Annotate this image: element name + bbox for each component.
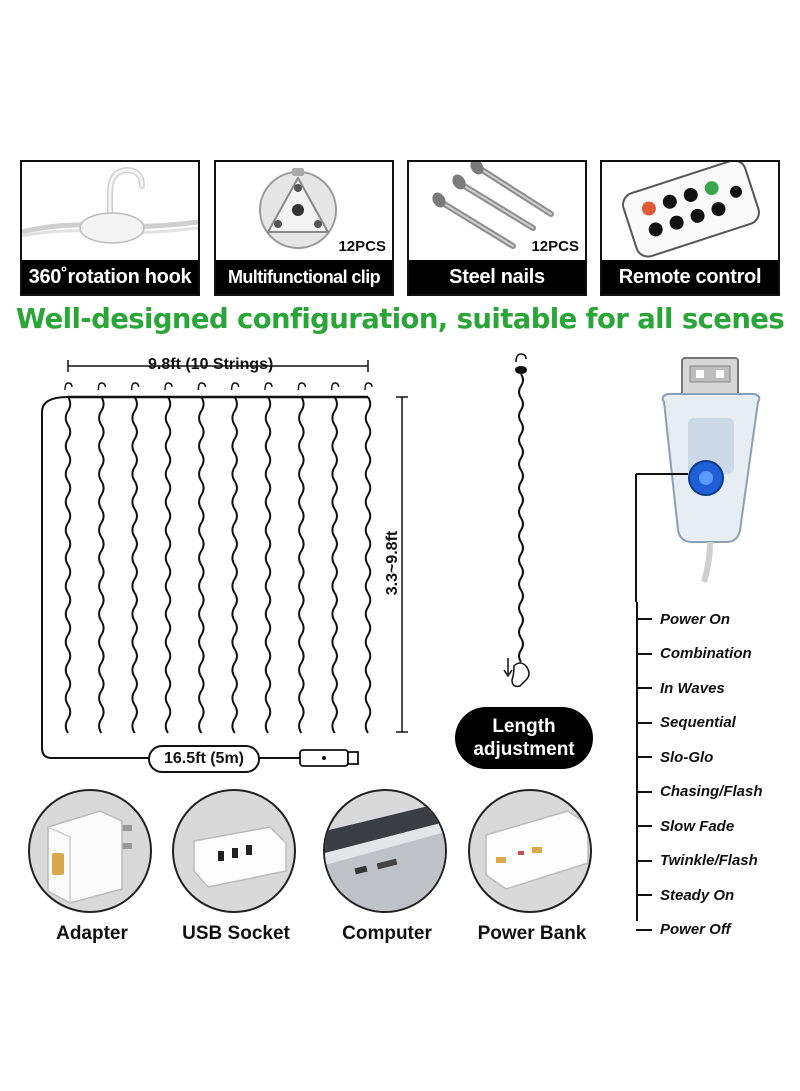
source-label: Adapter (56, 923, 128, 944)
clip-quantity: 12PCS (338, 238, 386, 255)
usb-controller-icon (635, 357, 761, 602)
accessory-label: Steel nails (409, 260, 585, 294)
adapter-icon (47, 810, 132, 904)
source-label: Computer (342, 923, 432, 944)
mode-item: Power Off (636, 913, 796, 948)
nails-icon (432, 162, 554, 249)
hook-icon (22, 166, 198, 244)
mode-tick (636, 790, 652, 793)
mode-item: Combination (636, 637, 796, 672)
mode-tick (636, 859, 652, 862)
modes-bracket (636, 602, 638, 921)
mode-tick (636, 894, 652, 897)
string-hook (64, 382, 73, 391)
light-string (164, 396, 172, 734)
length-adjustment-badge: Length adjustment (455, 707, 593, 769)
clip-icon (259, 168, 337, 249)
string-hook (230, 382, 240, 391)
light-string (231, 396, 238, 734)
string-hook (297, 382, 307, 391)
string-hook (130, 382, 140, 391)
curtain-diagram (41, 353, 530, 767)
mode-item: Chasing/Flash (636, 775, 796, 810)
accessory-label: Remote control (602, 260, 778, 294)
mode-label: Power Off (660, 921, 731, 939)
light-string (198, 396, 205, 734)
remote-icon (622, 162, 760, 258)
mode-label: Combination (660, 645, 752, 663)
mode-item: In Waves (636, 671, 796, 706)
length-adjustment-line2: adjustment (473, 739, 575, 760)
width-label: 9.8ft (10 Strings) (148, 356, 274, 373)
mode-label: Chasing/Flash (660, 783, 763, 801)
light-string (131, 396, 138, 734)
mode-tick (636, 721, 652, 724)
headline: Well-designed configuration, suitable fo… (15, 303, 785, 335)
accessory-label: 360˚rotation hook (22, 260, 198, 294)
source-adapter: Adapter (28, 789, 156, 945)
power-bank-icon (485, 810, 589, 890)
mode-tick (636, 618, 652, 621)
source-power-bank: Power Bank (468, 789, 596, 945)
mode-label: Sequential (660, 714, 736, 732)
mode-item: Sequential (636, 706, 796, 741)
string-hook (97, 382, 107, 391)
string-hook (264, 382, 273, 391)
light-string (64, 396, 72, 734)
source-usb-socket: USB Socket (172, 789, 300, 945)
mode-item: Power On (636, 602, 796, 637)
source-label: Power Bank (477, 923, 587, 944)
accessory-nails: 12PCS Steel nails (407, 160, 587, 296)
computer-icon (325, 801, 445, 911)
mode-label: Slo-Glo (660, 748, 714, 766)
source-label: USB Socket (182, 923, 290, 944)
accessory-label: Multifunctional clip (216, 260, 392, 294)
mode-label: Steady On (660, 886, 735, 904)
mode-item: Slow Fade (636, 809, 796, 844)
mode-label: Twinkle/Flash (660, 852, 758, 870)
string-hook (330, 382, 340, 391)
light-string (331, 396, 338, 734)
light-string (264, 396, 272, 734)
accessory-clip: 12PCS Multifunctional clip (214, 160, 394, 296)
mode-tick (636, 756, 652, 759)
string-hook (364, 382, 373, 391)
mode-tick (636, 928, 652, 931)
mode-tick (636, 652, 652, 655)
height-label: 3.3~9.8ft (384, 530, 401, 596)
mode-item: Steady On (636, 878, 796, 913)
light-string (298, 396, 305, 734)
light-string (98, 396, 105, 734)
mode-label: Slow Fade (660, 817, 735, 835)
light-string (364, 396, 372, 734)
string-hook (164, 382, 173, 391)
mode-tick (636, 687, 652, 690)
length-adjustment-line1: Length (492, 716, 556, 737)
mode-item: Slo-Glo (636, 740, 796, 775)
accessory-remote: Remote control (600, 160, 780, 296)
mode-label: Power On (660, 610, 731, 628)
source-computer: Computer (323, 789, 451, 945)
mode-label: In Waves (660, 679, 725, 697)
nails-quantity: 12PCS (531, 238, 579, 255)
usb-socket-icon (193, 826, 287, 888)
string-hook (197, 382, 207, 391)
mode-tick (636, 825, 652, 828)
cable-length-badge: 16.5ft (5m) (148, 745, 260, 773)
accessory-hook: 360˚rotation hook (20, 160, 200, 296)
mode-item: Twinkle/Flash (636, 844, 796, 879)
